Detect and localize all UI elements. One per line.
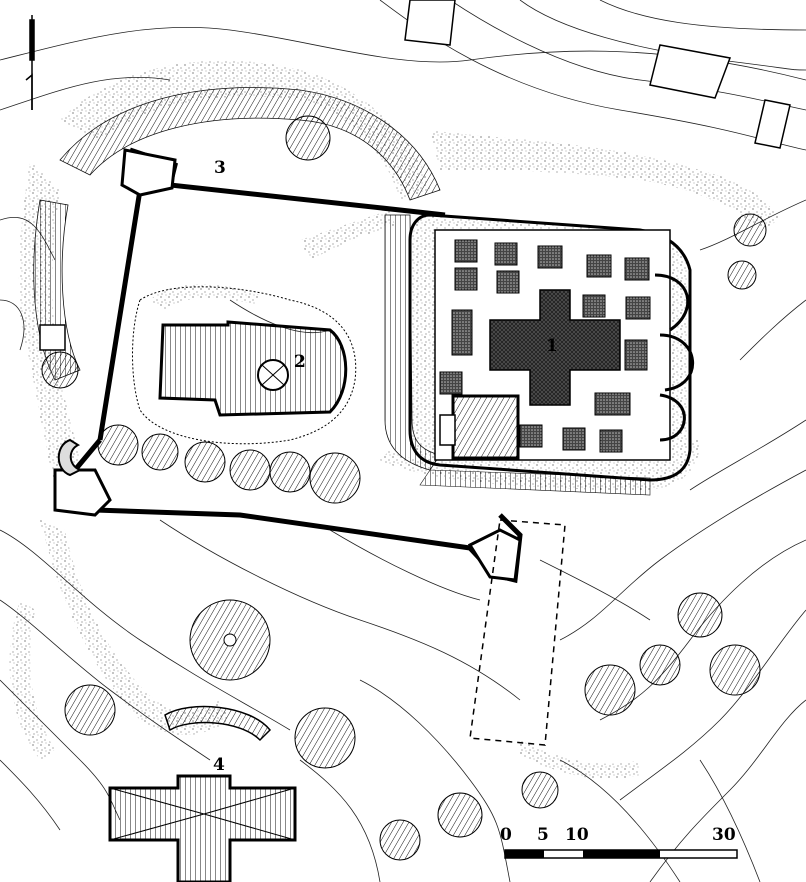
- scale-tick-0: 0: [500, 825, 512, 845]
- label-chapel: 2: [294, 352, 306, 372]
- scale-tick-10: 10: [565, 825, 589, 845]
- scale-tick-5: 5: [537, 825, 549, 845]
- chapel-building: [132, 286, 357, 445]
- scale-tick-30: 30: [712, 825, 736, 845]
- north-arrow-icon: [25, 15, 35, 110]
- excavated-foundation: [469, 519, 566, 746]
- label-church-complex: 1: [546, 336, 558, 356]
- label-cross-church: 4: [213, 755, 225, 775]
- outbuildings: [404, 0, 791, 149]
- cross-church-building: [108, 705, 297, 882]
- church-complex: [408, 213, 694, 482]
- fortress-walls: [39, 147, 523, 584]
- trees: [41, 115, 767, 861]
- label-tower: 3: [214, 158, 226, 178]
- scale-bar: 0 5 10 30: [500, 825, 738, 859]
